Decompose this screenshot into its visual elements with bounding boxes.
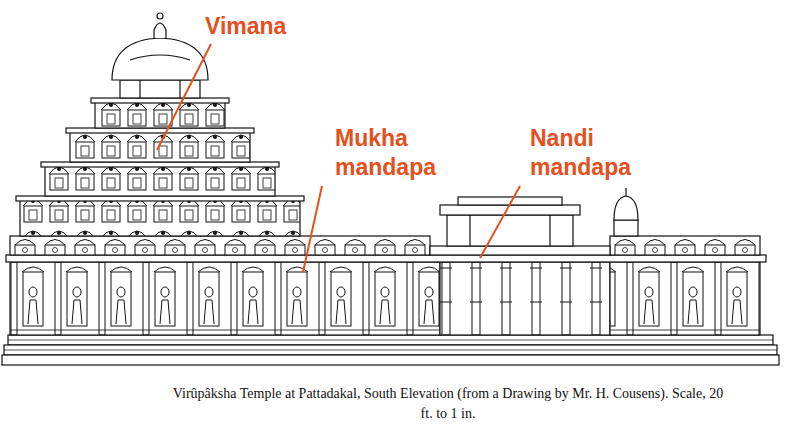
figure-caption: Virûpâksha Temple at Pattadakal, South E… [172, 384, 724, 424]
part-label: Nandi mandapa [530, 124, 670, 182]
leader-line [157, 44, 211, 150]
leader-line [480, 186, 520, 258]
leader-line [303, 186, 322, 272]
part-label: Mukha mandapa [335, 124, 475, 182]
part-label: Vimana [205, 12, 325, 41]
